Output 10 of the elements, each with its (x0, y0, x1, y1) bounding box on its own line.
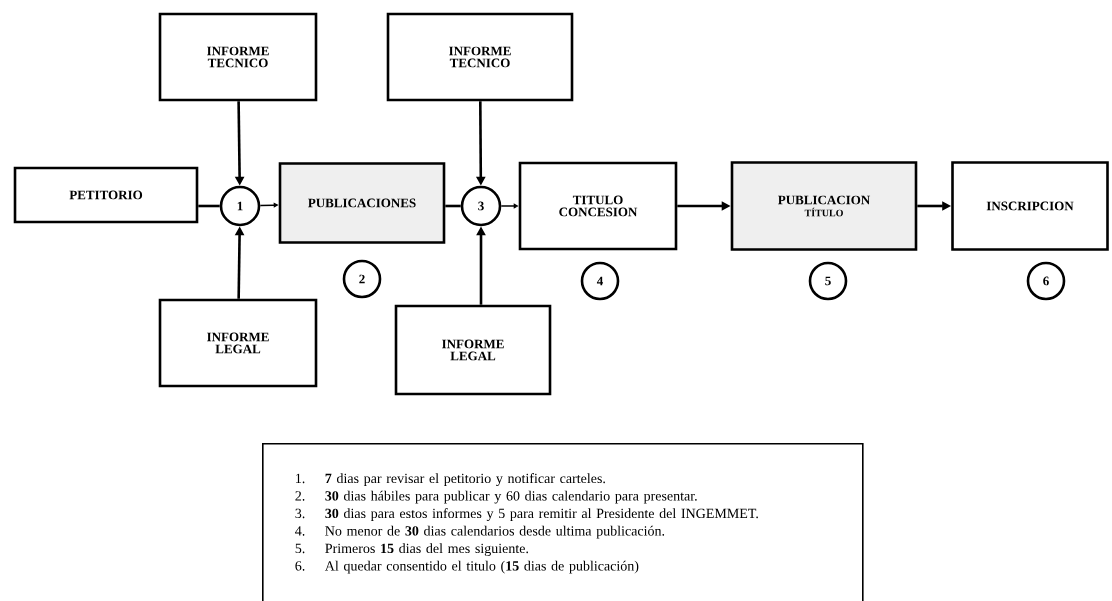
process-box: INFORME LEGAL (158, 298, 318, 388)
process-box: PUBLICACIONES (278, 162, 446, 244)
process-box: INFORME LEGAL (394, 304, 552, 396)
process-box: INFORME TECNICO (386, 12, 574, 102)
process-box: INSCRIPCION (951, 161, 1109, 251)
notes-box: 1. 7 dias par revisar el petitorio y notificar carteles. 2. 30 dias hábiles para publicar y 60 dias calendario para presentar. 3. 30 dias para estos informes y 5 para remitir al Presidente del INGEMMET. 4. No menor de 30 dias calendarios desde ultima publicación. 5. Primeros 15 dias del mes siguiente. 6. Al quedar consentido el titulo (15 dias de publicación) (262, 443, 864, 601)
process-box: PETITORIO (13, 166, 199, 224)
process-box: INFORME TECNICO (158, 12, 318, 102)
process-box: PUBLICACION TÍTULO (730, 161, 918, 251)
process-box: TITULO CONCESION (518, 161, 678, 251)
